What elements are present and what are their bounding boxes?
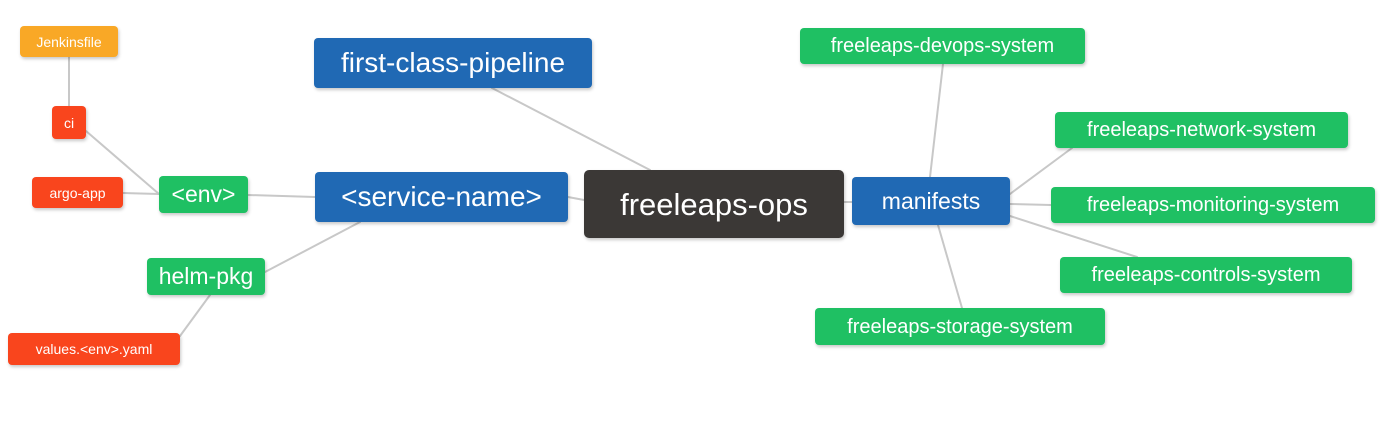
node-pipeline[interactable]: first-class-pipeline [314,38,592,88]
edge-manifests-to-storage [937,224,963,309]
node-label: freeleaps-storage-system [847,315,1073,338]
node-label: freeleaps-controls-system [1091,264,1321,286]
node-label: <service-name> [341,181,542,212]
edge-service-name-to-root [567,196,585,201]
node-network[interactable]: freeleaps-network-system [1055,112,1348,148]
edge-manifests-to-devops [929,63,944,178]
node-helm-pkg[interactable]: helm-pkg [147,258,265,295]
node-values-yaml[interactable]: values.<env>.yaml [8,333,180,365]
node-controls[interactable]: freeleaps-controls-system [1060,257,1352,293]
node-label: argo-app [49,184,106,201]
node-storage[interactable]: freeleaps-storage-system [815,308,1105,345]
edge-values-yaml-to-helm-pkg [179,294,211,337]
edge-argo-app-to-env [122,192,160,195]
node-label: Jenkinsfile [36,33,102,50]
node-service-name[interactable]: <service-name> [315,172,568,222]
node-label: freeleaps-ops [620,186,808,222]
node-label: values.<env>.yaml [35,341,153,357]
node-jenkinsfile[interactable]: Jenkinsfile [20,26,118,57]
node-ci[interactable]: ci [52,106,86,139]
edge-helm-pkg-to-service-name [264,221,361,273]
node-root[interactable]: freeleaps-ops [584,170,844,238]
node-label: freeleaps-network-system [1087,119,1316,141]
node-label: freeleaps-monitoring-system [1086,194,1340,216]
edge-pipeline-to-root [491,87,651,171]
node-label: freeleaps-devops-system [830,35,1055,57]
node-label: first-class-pipeline [340,47,566,78]
node-argo-app[interactable]: argo-app [32,177,123,208]
edge-manifests-to-monitoring [1009,203,1052,206]
node-env[interactable]: <env> [159,176,248,213]
node-label: <env> [171,181,236,207]
edge-env-to-service-name [247,194,316,198]
node-manifests[interactable]: manifests [852,177,1010,225]
node-label: ci [63,114,75,131]
node-label: helm-pkg [158,263,254,289]
node-devops[interactable]: freeleaps-devops-system [800,28,1085,64]
node-monitoring[interactable]: freeleaps-monitoring-system [1051,187,1375,223]
node-label: manifests [881,187,981,214]
